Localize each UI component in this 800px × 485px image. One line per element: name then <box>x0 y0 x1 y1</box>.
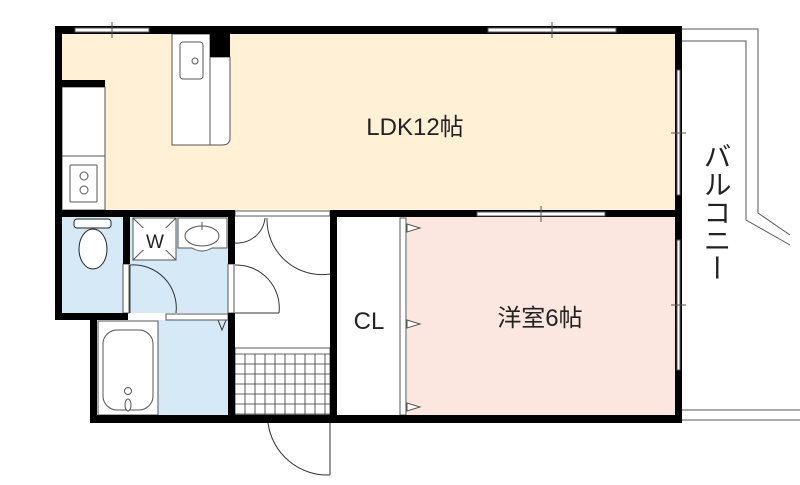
balcony-label: バルコニー <box>701 142 732 282</box>
kitchen-counter <box>61 86 106 211</box>
closet-door-marks <box>406 223 422 412</box>
balcony-outline <box>682 28 800 421</box>
wall <box>210 34 230 57</box>
door-swings <box>129 217 331 476</box>
washer-label: W <box>146 232 164 253</box>
stove-icon <box>69 164 98 203</box>
western-room-label: 洋室6帖 <box>497 305 582 332</box>
toilet-icon <box>73 218 112 270</box>
western-room <box>407 217 675 415</box>
closet-label: CL <box>354 308 385 335</box>
bathtub-icon <box>97 320 159 416</box>
ldk-room <box>62 34 675 210</box>
wall <box>62 80 105 87</box>
wash-basin-icon <box>177 217 228 252</box>
entrance-tiles <box>234 347 331 416</box>
changing-area <box>158 320 228 415</box>
ldk-label: LDK12帖 <box>366 114 463 141</box>
kitchen-island <box>171 33 231 146</box>
kitchen-sink-icon <box>179 41 204 80</box>
windows <box>74 22 686 371</box>
